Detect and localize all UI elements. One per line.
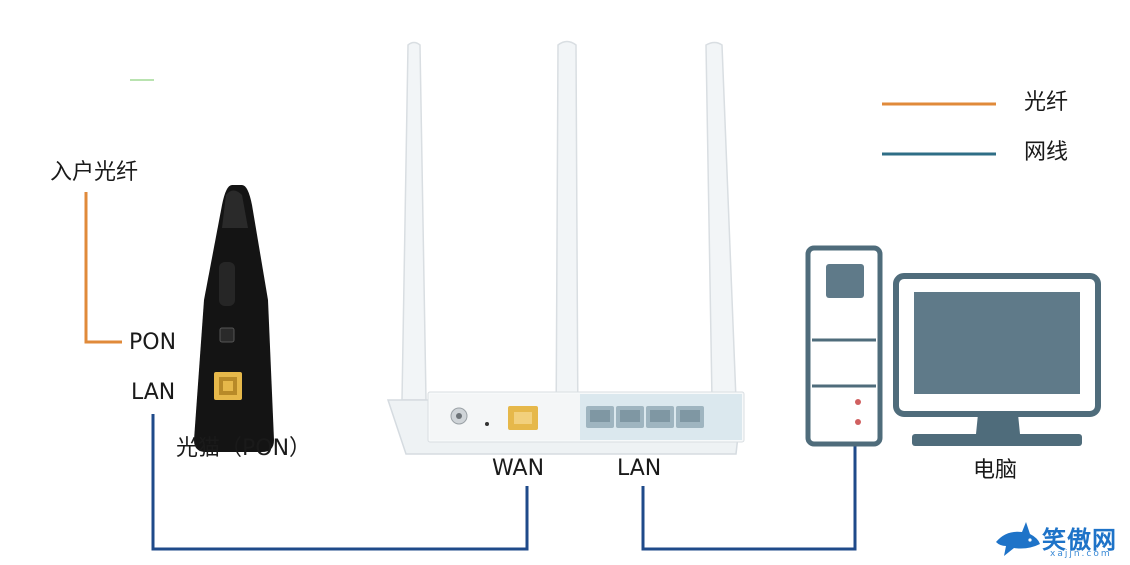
computer-label: 电脑 [973,458,1018,483]
watermark: 笑傲网 xajjn.com [992,516,1128,562]
watermark-text: 笑傲网 [1042,526,1117,554]
modem-pon-label: PON [129,330,177,355]
router-antennas [401,40,737,441]
pc-monitor [893,273,1101,446]
legend-cable-label: 网线 [1024,140,1069,165]
modem-lan-label: LAN [131,380,176,405]
pc-tower [805,245,883,447]
optical-modem [194,185,274,452]
router-wan-label: WAN [492,456,545,481]
fiber-line [84,192,122,344]
modem-name-label: 光猫（PON） [176,436,312,461]
cable-router-to-computer [641,446,857,551]
router-lan-label: LAN [617,456,662,481]
incoming-fiber-label: 入户光纤 [50,160,139,185]
shark-logo-icon [996,522,1040,556]
legend-fiber-label: 光纤 [1024,90,1069,115]
cable-modem-to-router [151,414,529,551]
router [386,391,745,455]
watermark-subtext: xajjn.com [1050,549,1112,559]
